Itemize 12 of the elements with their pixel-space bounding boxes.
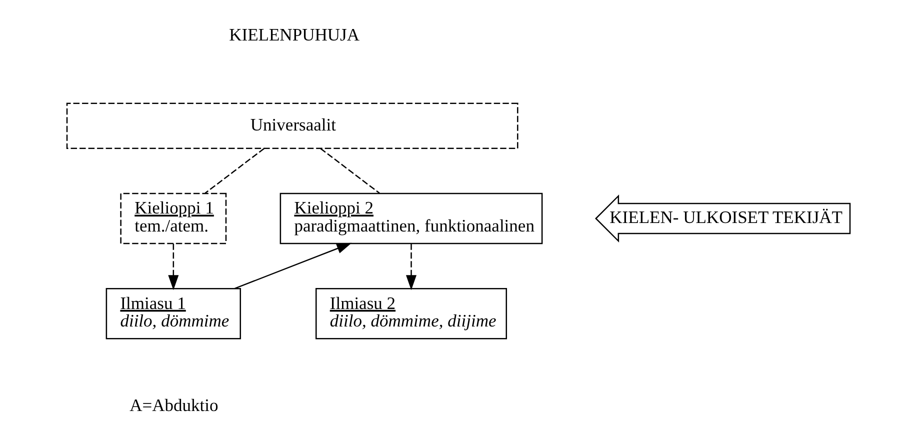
node-box: Kielioppi 1 tem./atem.	[120, 192, 226, 244]
connector	[320, 148, 380, 194]
label: A=Abduktio	[129, 394, 218, 415]
node-box: Ilmiasu 2 diilo, dömmime, diijime	[314, 288, 506, 340]
node-box: Universaalit	[66, 102, 518, 150]
arrow	[234, 242, 352, 290]
connector	[204, 148, 264, 194]
label: KIELENPUHUJA	[228, 24, 360, 44]
node-box: Kielioppi 2 paradigmaattinen, funktionaalinen	[279, 192, 542, 244]
arrow	[405, 244, 416, 290]
arrow	[168, 244, 178, 290]
node-box: Ilmiasu 1 diilo, dömmime	[105, 288, 240, 340]
